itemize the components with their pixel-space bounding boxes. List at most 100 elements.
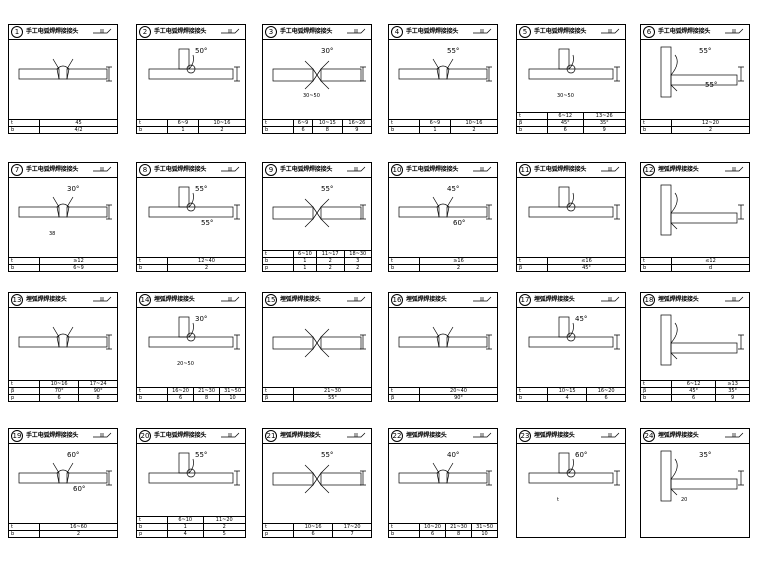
- table-cell: 6~9: [167, 119, 199, 127]
- table-cell: p: [9, 394, 40, 401]
- table-cell: t: [389, 387, 420, 395]
- joint-drawing: 55°55°: [660, 46, 744, 98]
- table-cell: 2: [419, 264, 497, 271]
- weld-symbol-icon: [347, 432, 366, 438]
- weld-symbol-icon: [725, 432, 744, 438]
- table-cell: b: [137, 126, 168, 133]
- table-cell: b: [641, 126, 672, 133]
- angle-label: 50°: [195, 47, 207, 55]
- table-cell: b: [389, 264, 420, 271]
- angle-label: 55°: [447, 47, 459, 55]
- table-cell: b: [641, 394, 672, 401]
- weld-symbol-icon: [725, 28, 744, 34]
- card-number: 8: [139, 164, 151, 176]
- angle-label: 55°: [195, 451, 207, 459]
- table-cell: p: [263, 530, 294, 537]
- table-cell: t: [137, 257, 168, 265]
- table-cell: 6: [418, 530, 446, 537]
- table-cell: 13~26: [582, 112, 625, 120]
- card-title: 埋弧焊焊接接头: [26, 296, 67, 303]
- table-cell: 6~9: [419, 119, 451, 127]
- card-title: 埋弧焊焊接接头: [534, 296, 575, 303]
- table-cell: 6~12: [547, 112, 583, 120]
- card-number: 12: [643, 164, 655, 176]
- table-cell: b: [137, 264, 168, 271]
- table-cell: 55°: [293, 394, 371, 401]
- table-cell: 16~26: [341, 119, 371, 127]
- joint-drawing: 55°55°: [148, 185, 240, 227]
- table-cell: 9: [715, 394, 749, 401]
- table-cell: 16~20: [586, 387, 625, 395]
- table-cell: 3: [343, 257, 371, 265]
- joint-drawing: [272, 328, 366, 358]
- table-cell: 21~30: [293, 387, 371, 395]
- card-number: 2: [139, 26, 151, 38]
- joint-drawing: 30°30~50: [272, 47, 366, 99]
- table-cell: t: [9, 380, 40, 388]
- table-cell: β: [263, 394, 294, 401]
- table-cell: 6: [292, 126, 313, 133]
- card-number: 11: [519, 164, 531, 176]
- table-cell: 1: [419, 126, 451, 133]
- table-cell: 10~15: [546, 387, 587, 395]
- card-title: 埋弧焊焊接接头: [406, 432, 447, 439]
- table-cell: 20~40: [419, 387, 497, 395]
- table-cell: 1: [167, 126, 199, 133]
- table-cell: b: [517, 394, 548, 401]
- table-cell: t: [263, 387, 294, 395]
- weld-symbol-icon: [347, 166, 366, 172]
- table-cell: 1: [293, 257, 317, 265]
- weld-symbol-icon: [93, 166, 112, 172]
- table-cell: 10~16: [38, 380, 79, 388]
- table-cell: t: [263, 119, 294, 127]
- table-cell: 2: [39, 530, 117, 537]
- table-cell: b: [9, 264, 40, 271]
- angle-label: 40°: [447, 451, 459, 459]
- table-cell: 11~17: [315, 250, 345, 258]
- table-cell: 6~9: [292, 119, 313, 127]
- angle-label: 45°: [447, 185, 459, 193]
- weld-symbol-icon: [221, 432, 240, 438]
- angle-label: 55°: [321, 185, 333, 193]
- table-cell: t: [263, 250, 294, 258]
- card-title: 手工电弧焊焊接接头: [534, 166, 587, 173]
- table-cell: 10: [471, 530, 497, 537]
- angle-label: 55°: [699, 47, 711, 55]
- joint-drawing: 30°20~50: [148, 315, 240, 367]
- table-cell: p: [137, 530, 168, 537]
